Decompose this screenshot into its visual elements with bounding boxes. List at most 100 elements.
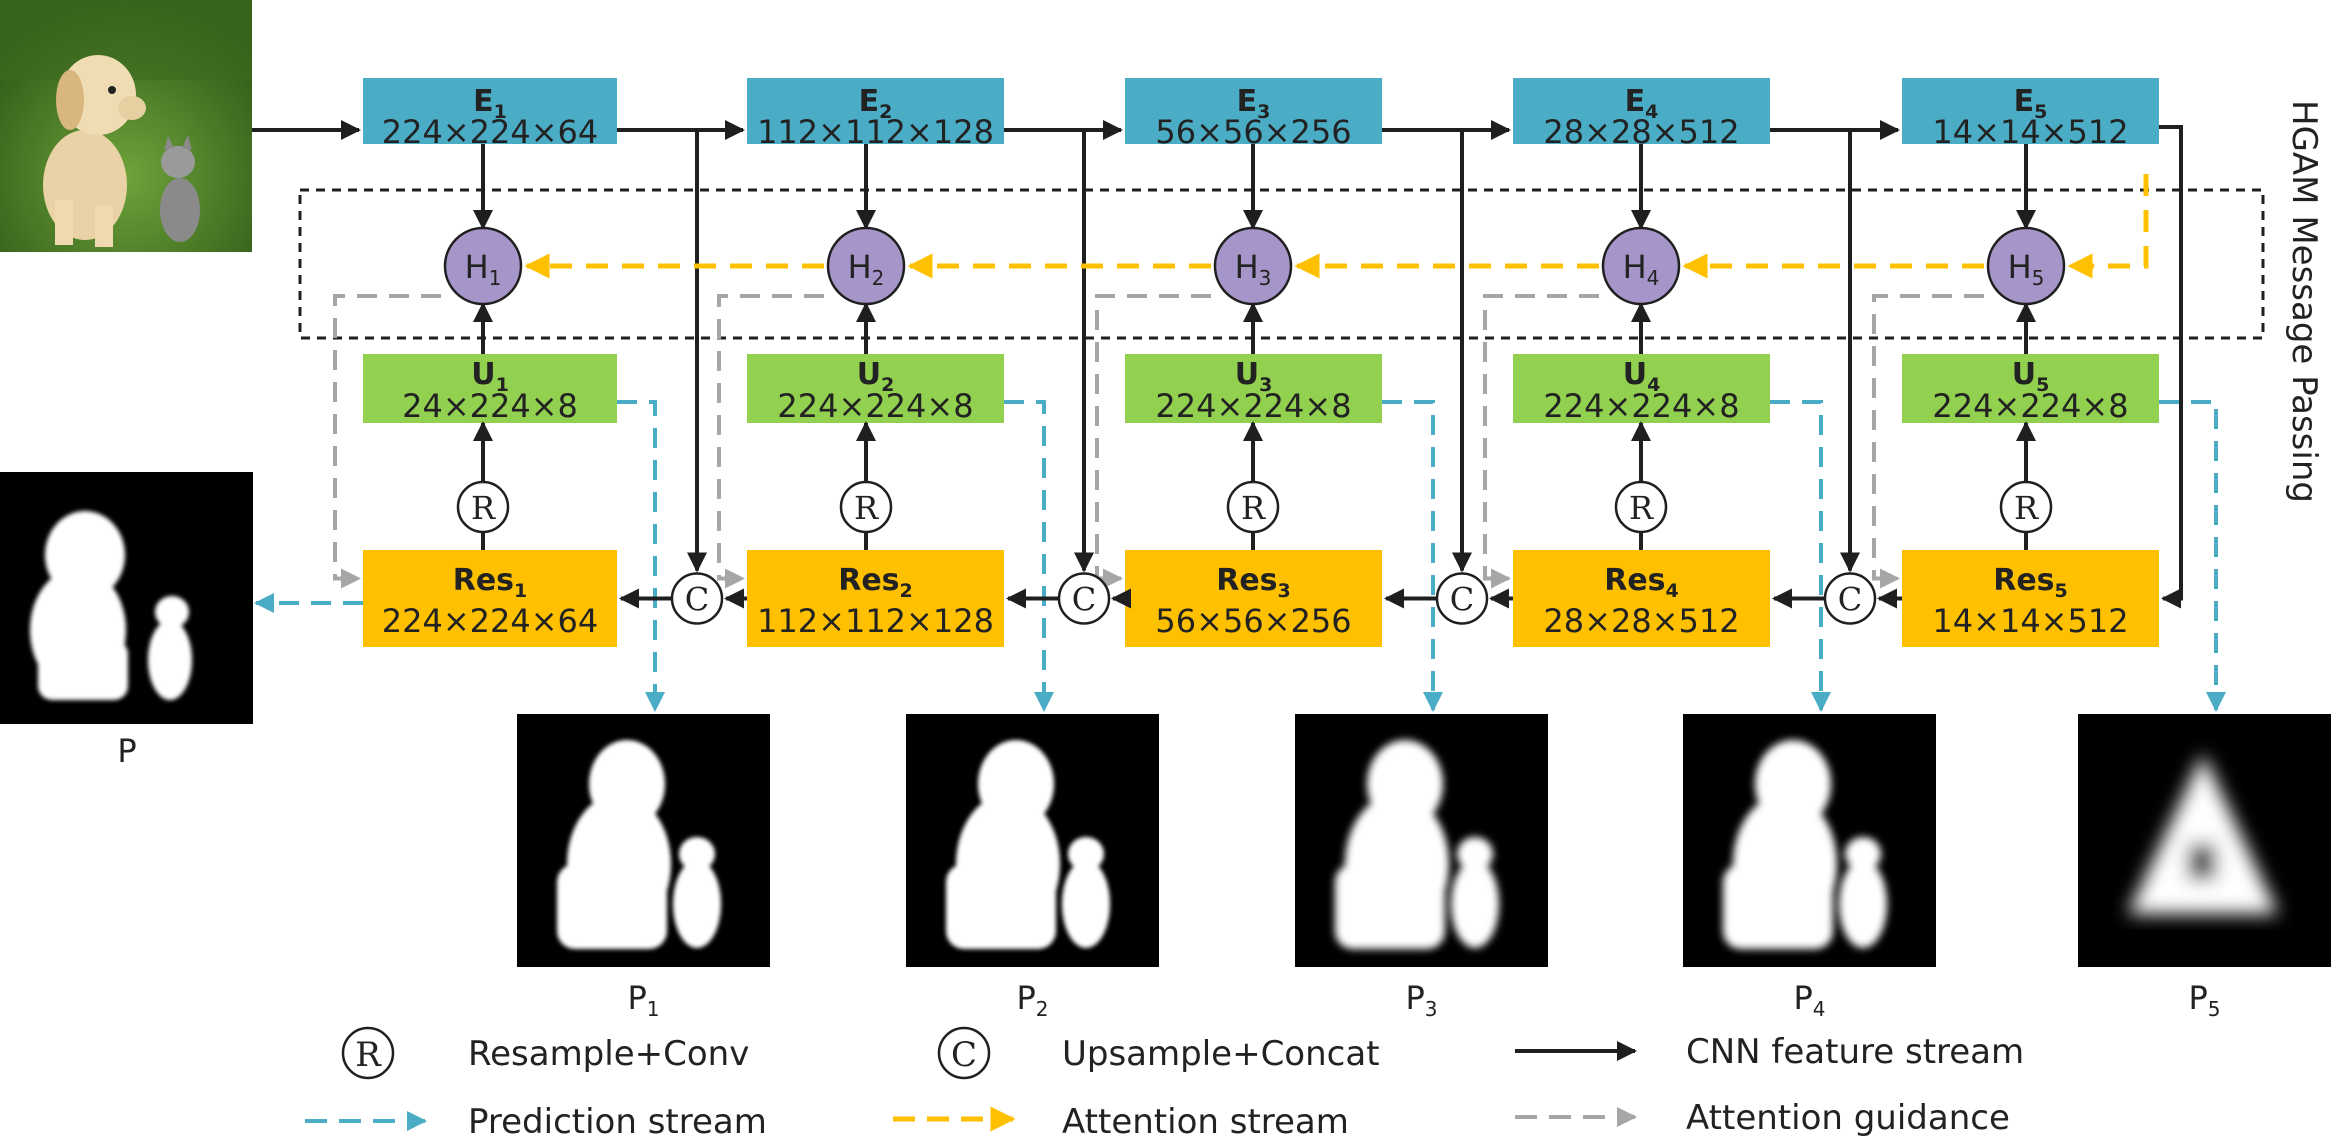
residual-block xyxy=(363,550,617,647)
residual-dims: 112×112×128 xyxy=(757,602,994,640)
encoder-dims: 112×112×128 xyxy=(757,113,994,151)
e5-attention-arrow xyxy=(2067,174,2149,279)
upsample-block xyxy=(1902,354,2159,423)
residual-block xyxy=(1125,550,1382,647)
resample-symbol: R xyxy=(854,489,879,527)
resample-node xyxy=(1614,480,1668,534)
hgam-node-label: H1 xyxy=(465,248,502,290)
encoder-block xyxy=(747,78,1004,144)
hgam-node xyxy=(1601,226,1681,306)
prediction-image xyxy=(517,714,770,967)
legend-attention: Attention stream xyxy=(893,1102,1349,1142)
attention-guidance-arrow xyxy=(333,294,441,589)
prediction-stream-arrow xyxy=(1770,400,1831,712)
attention-guidance-arrow xyxy=(717,294,824,589)
upsample-dims: 224×224×8 xyxy=(1932,387,2128,425)
upsample-name: U1 xyxy=(471,357,509,396)
legend-prediction-label: Prediction stream xyxy=(468,1102,767,1142)
residual-block xyxy=(747,550,1004,647)
upsample-dims: 224×224×8 xyxy=(1155,387,1351,425)
resample-symbol: R xyxy=(471,489,496,527)
residual-name: Res2 xyxy=(838,563,913,602)
residual-name: Res1 xyxy=(453,563,528,602)
hgam-label: HGAM Message Passing xyxy=(2284,100,2324,503)
input-image xyxy=(0,0,252,252)
prediction-stream-arrow xyxy=(617,400,665,712)
final-output-label: P xyxy=(117,732,136,770)
encoder-name: E5 xyxy=(2014,84,2048,123)
legend-cnn-label: CNN feature stream xyxy=(1686,1032,2024,1072)
hgam-node-label: H2 xyxy=(848,248,885,290)
prediction-image xyxy=(906,714,1159,967)
hgam-node-label: H4 xyxy=(1623,248,1660,290)
stage-2: E2112×112×128U2224×224×8Res2112×112×128H… xyxy=(717,78,1159,1021)
residual-dims: 56×56×256 xyxy=(1155,602,1351,640)
residual-name: Res3 xyxy=(1216,563,1291,602)
legend-guidance: Attention guidance xyxy=(1515,1098,2010,1138)
upsample-block xyxy=(747,354,1004,423)
hgam-node xyxy=(1213,226,1293,306)
prediction-image xyxy=(2078,714,2331,967)
encoder-block xyxy=(1125,78,1382,144)
upsample-name: U4 xyxy=(1623,357,1661,396)
upsample-block xyxy=(1125,354,1382,423)
residual-block xyxy=(1902,550,2159,647)
upsample-name: U3 xyxy=(1235,357,1273,396)
resample-symbol: R xyxy=(2014,489,2039,527)
residual-name: Res5 xyxy=(1993,563,2068,602)
legend-concat-label: Upsample+Concat xyxy=(1062,1034,1380,1074)
prediction-label: P4 xyxy=(1793,979,1825,1021)
residual-dims: 14×14×512 xyxy=(1932,602,2128,640)
resample-symbol: R xyxy=(1241,489,1266,527)
encoder-dims: 14×14×512 xyxy=(1932,113,2128,151)
upsample-block xyxy=(1513,354,1770,423)
encoder-name: E4 xyxy=(1625,84,1659,123)
prediction-label: P1 xyxy=(627,979,659,1021)
encoder-dims: 224×224×64 xyxy=(382,113,599,151)
encoder-name: E3 xyxy=(1237,84,1271,123)
residual-dims: 28×28×512 xyxy=(1543,602,1739,640)
hgam-node-label: H5 xyxy=(2008,248,2045,290)
encoder-name: E2 xyxy=(859,84,893,123)
upsample-name: U5 xyxy=(2012,357,2050,396)
concat-symbol: C xyxy=(1838,581,1862,619)
prediction-image xyxy=(1683,714,1936,967)
resample-symbol: R xyxy=(1629,489,1654,527)
residual-block xyxy=(1513,550,1770,647)
final-output-image xyxy=(0,472,253,724)
hgam-node xyxy=(826,226,906,306)
upsample-dims: 24×224×8 xyxy=(402,387,578,425)
upsample-dims: 224×224×8 xyxy=(777,387,973,425)
concat-symbol: C xyxy=(685,581,709,619)
hgam-node-label: H3 xyxy=(1235,248,1272,290)
upsample-dims: 224×224×8 xyxy=(1543,387,1739,425)
legend-attention-label: Attention stream xyxy=(1062,1102,1349,1142)
legend-prediction: Prediction stream xyxy=(305,1102,767,1142)
e5-to-res5-arrow xyxy=(2159,125,2183,609)
resample-node xyxy=(456,480,510,534)
prediction-label: P3 xyxy=(1405,979,1437,1021)
prediction-label: P5 xyxy=(2188,979,2220,1021)
legend-guidance-label: Attention guidance xyxy=(1686,1098,2010,1138)
stage-1: E1224×224×64U124×224×8Res1224×224×64H1RP… xyxy=(333,78,770,1021)
legend: R Resample+Conv C Upsample+Concat CNN fe… xyxy=(305,1026,2024,1142)
hgam-node xyxy=(443,226,523,306)
hgam-node xyxy=(1986,226,2066,306)
encoder-name: E1 xyxy=(473,84,507,123)
upsample-name: U2 xyxy=(857,357,895,396)
residual-name: Res4 xyxy=(1604,563,1679,602)
legend-concat-symbol: C xyxy=(951,1035,977,1075)
legend-cnn: CNN feature stream xyxy=(1515,1032,2024,1072)
resample-node xyxy=(839,480,893,534)
resample-node xyxy=(1999,480,2053,534)
encoder-block xyxy=(1513,78,1770,144)
legend-resample-symbol: R xyxy=(355,1035,382,1075)
upsample-block xyxy=(363,354,617,423)
hgam-region xyxy=(298,188,2265,340)
stages-layer: E1224×224×64U124×224×8Res1224×224×64H1RP… xyxy=(252,78,2331,1021)
